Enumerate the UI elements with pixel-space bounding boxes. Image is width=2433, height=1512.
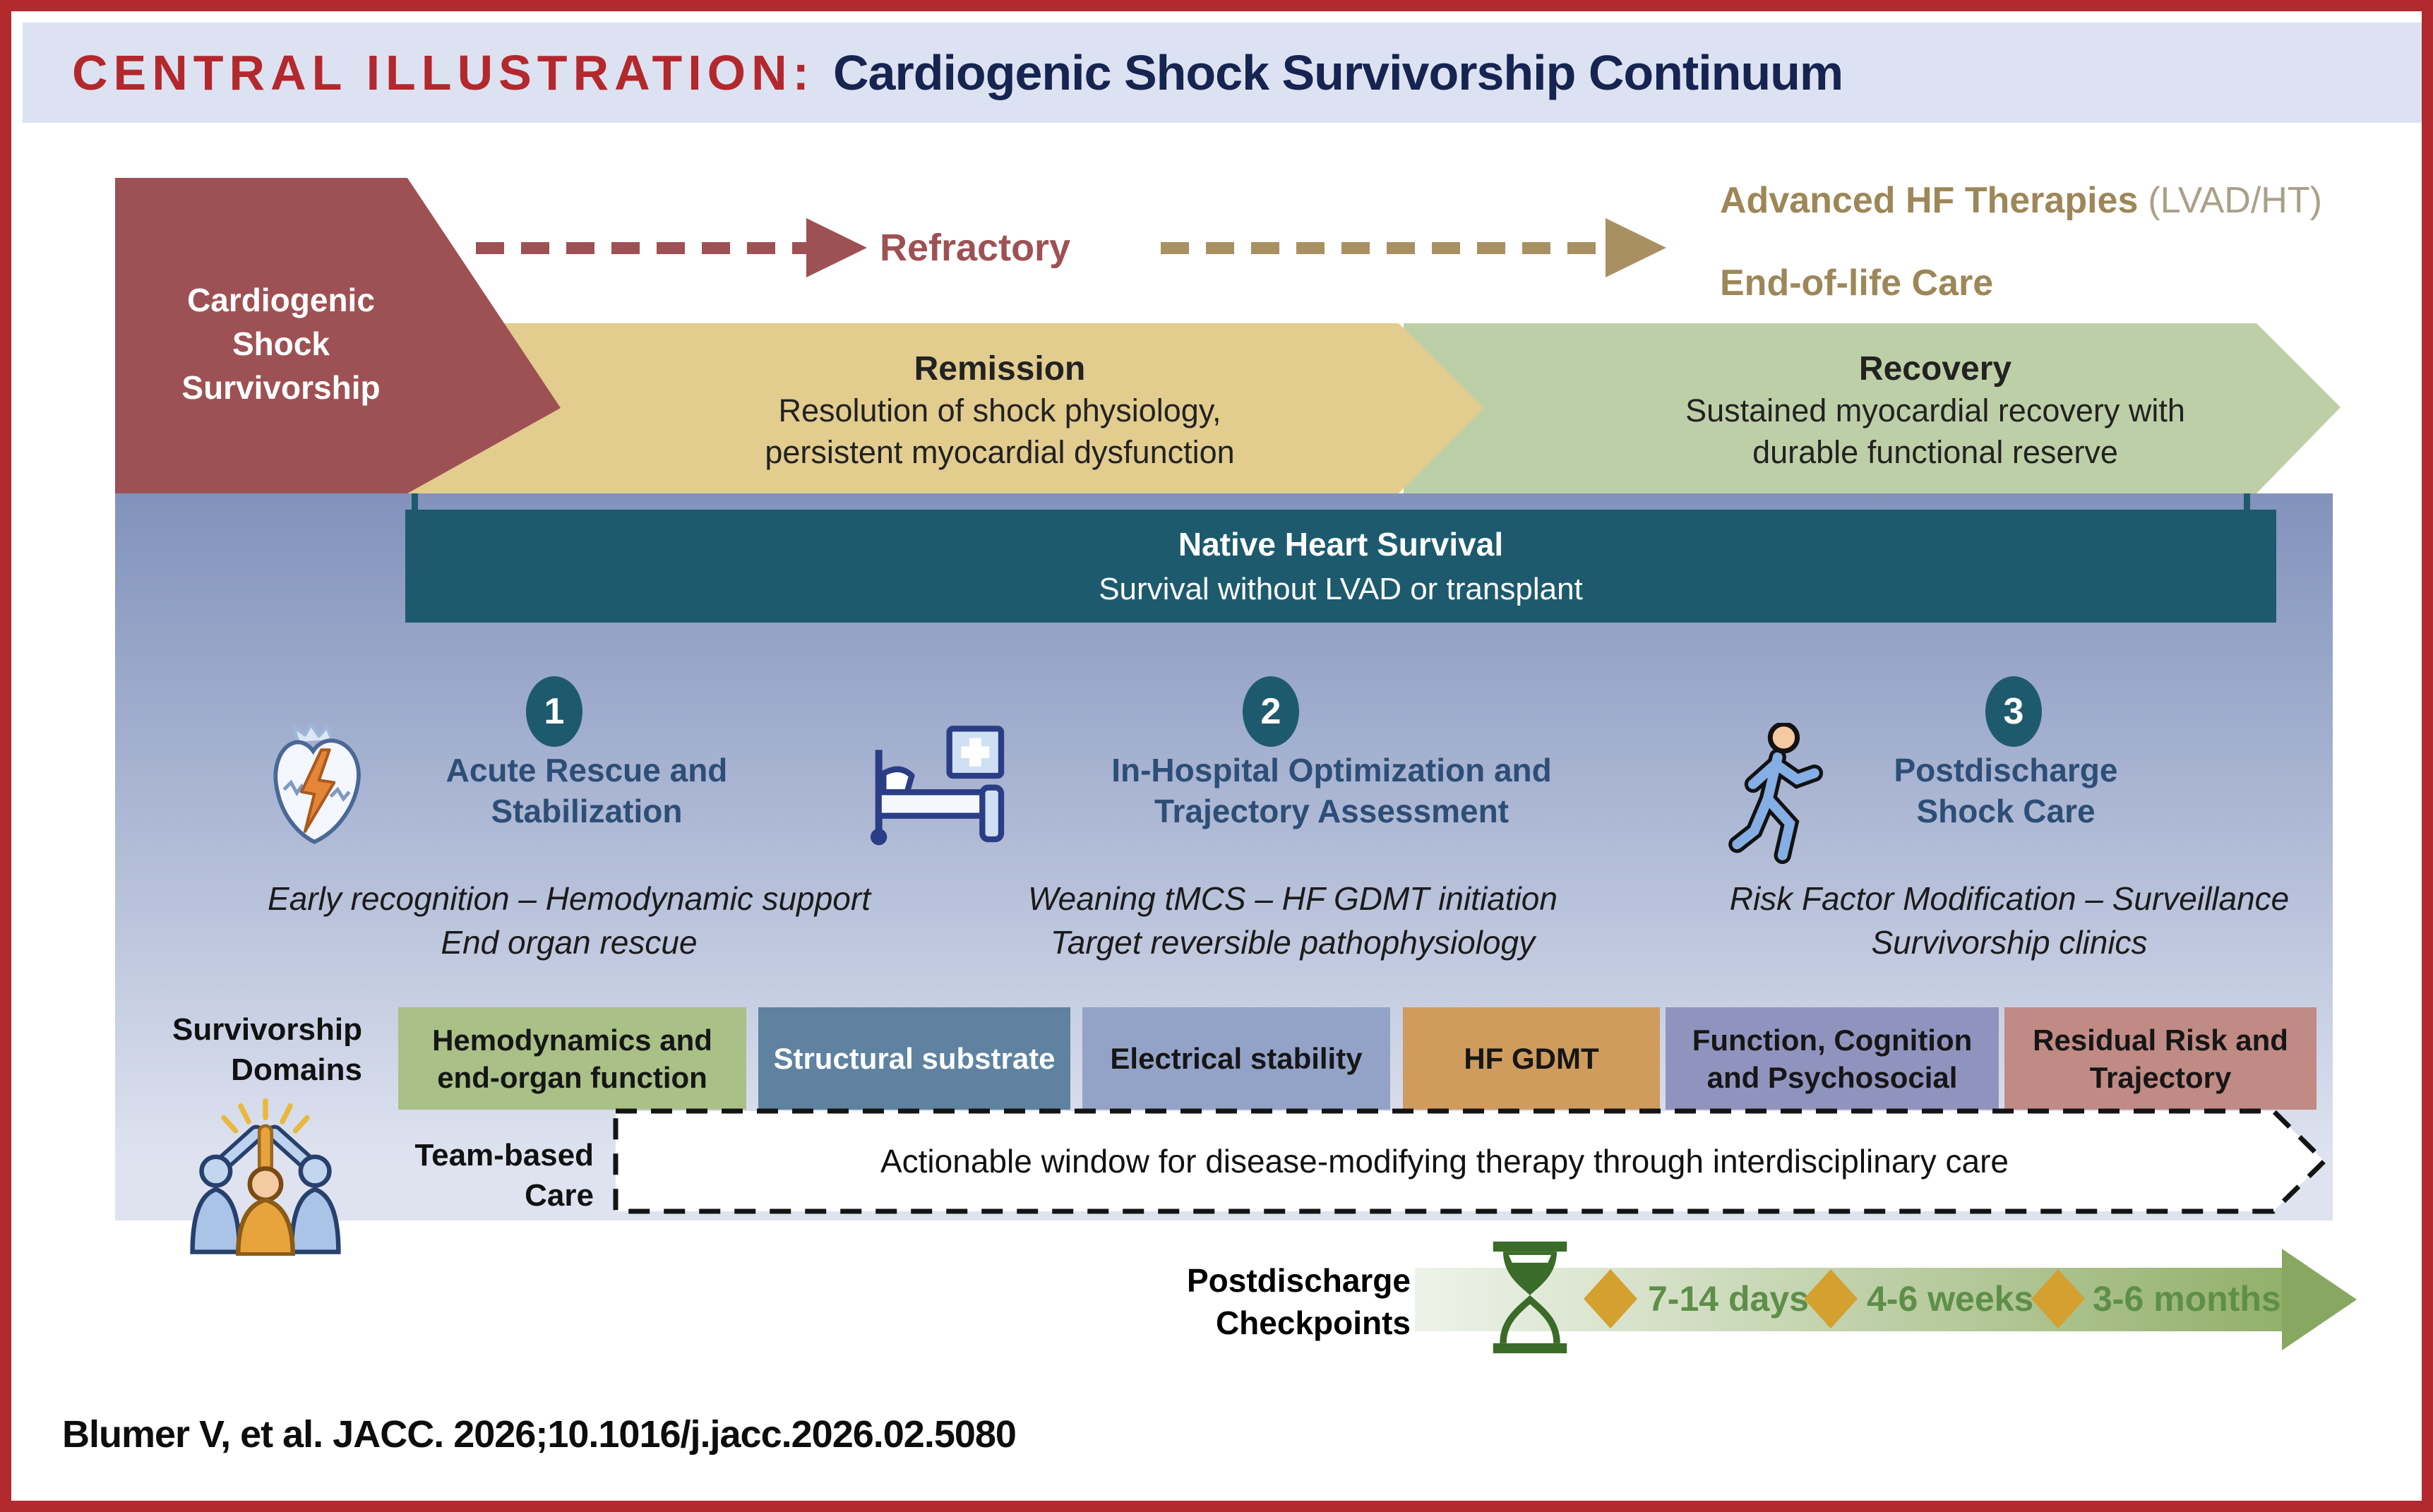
right-connector-tick: [2244, 493, 2250, 512]
advanced-hf-arrowhead-icon: [1606, 218, 1666, 277]
phase-1-subtitle: Early recognition – Hemodynamic support …: [268, 880, 871, 961]
phase-2-subtitle: Weaning tMCS – HF GDMT initiation Target…: [1028, 880, 1558, 961]
domain-residual-risk: Residual Risk and Trajectory: [2004, 1007, 2317, 1110]
actionable-window-outline: [613, 1108, 2328, 1214]
native-heart-survival-bar: Native Heart Survival Survival without L…: [405, 510, 2276, 623]
figure-title: Cardiogenic Shock Survivorship Continuum: [833, 45, 1843, 100]
left-connector-tick: [412, 493, 418, 512]
refractory-dashed-arrow: [476, 242, 806, 254]
phase-2-title: In-Hospital Optimization and Trajectory …: [1111, 752, 1552, 829]
phase-1-badge: 1: [526, 676, 582, 747]
domain-function-cognition: Function, Cognition and Psychosocial: [1666, 1007, 1999, 1110]
remission-text: Remission Resolution of shock physiology…: [765, 350, 1235, 470]
domain-hemodynamics: Hemodynamics and end-organ function: [398, 1007, 746, 1110]
checkpoint-4-6-weeks: 4-6 weeks: [1867, 1279, 2034, 1319]
phase-2-badge: 2: [1243, 676, 1299, 747]
end-of-life-care-label: End-of-life Care: [1720, 263, 1994, 304]
advanced-hf-dashed-arrow: [1161, 242, 1606, 254]
chevron-label: Cardiogenic Shock Survivorship: [181, 282, 381, 406]
domain-structural-substrate: Structural substrate: [758, 1007, 1070, 1110]
figure-header: CENTRAL ILLUSTRATION: Cardiogenic Shock …: [23, 23, 2422, 123]
walking-person-icon: [1728, 723, 1824, 864]
checkpoint-7-14-days: 7-14 days: [1648, 1279, 1809, 1319]
phase-3-title: Postdischarge Shock Care: [1894, 752, 2118, 829]
domain-hf-gdmt: HF GDMT: [1403, 1007, 1660, 1110]
team-based-care-label: Team-based Care: [414, 1138, 594, 1213]
phase-3-subtitle: Risk Factor Modification – Surveillance …: [1729, 880, 2290, 961]
heart-shock-icon: [273, 722, 361, 844]
advanced-hf-therapies-label: Advanced HF Therapies(LVAD/HT): [1720, 180, 2322, 221]
actionable-window-text: Actionable window for disease-modifying …: [880, 1143, 2009, 1180]
checkpoints-arrowhead-icon: [2282, 1249, 2357, 1350]
refractory-label: Refractory: [880, 227, 1071, 269]
postdischarge-checkpoints-label: Postdischarge Checkpoints: [1187, 1262, 1411, 1341]
refractory-arrowhead-icon: [806, 218, 867, 277]
recovery-band: [1404, 323, 2341, 493]
domain-electrical-stability: Electrical stability: [1082, 1007, 1390, 1110]
phase-1-title: Acute Rescue and Stabilization: [446, 752, 728, 829]
team-care-icon: [190, 1098, 341, 1256]
recovery-text: Recovery Sustained myocardial recovery w…: [1685, 350, 2185, 470]
phase-3-badge: 3: [1985, 676, 2042, 747]
cardiogenic-shock-chevron: Cardiogenic Shock Survivorship: [115, 178, 561, 493]
central-illustration-label: CENTRAL ILLUSTRATION:: [72, 45, 815, 100]
hospital-bed-icon: [871, 726, 1005, 846]
checkpoint-3-6-months: 3-6 months: [2093, 1279, 2281, 1319]
citation: Blumer V, et al. JACC. 2026;10.1016/j.ja…: [62, 1413, 1017, 1456]
survivorship-domains-label: Survivorship Domains: [172, 1012, 362, 1087]
hourglass-icon: [1493, 1241, 1567, 1354]
